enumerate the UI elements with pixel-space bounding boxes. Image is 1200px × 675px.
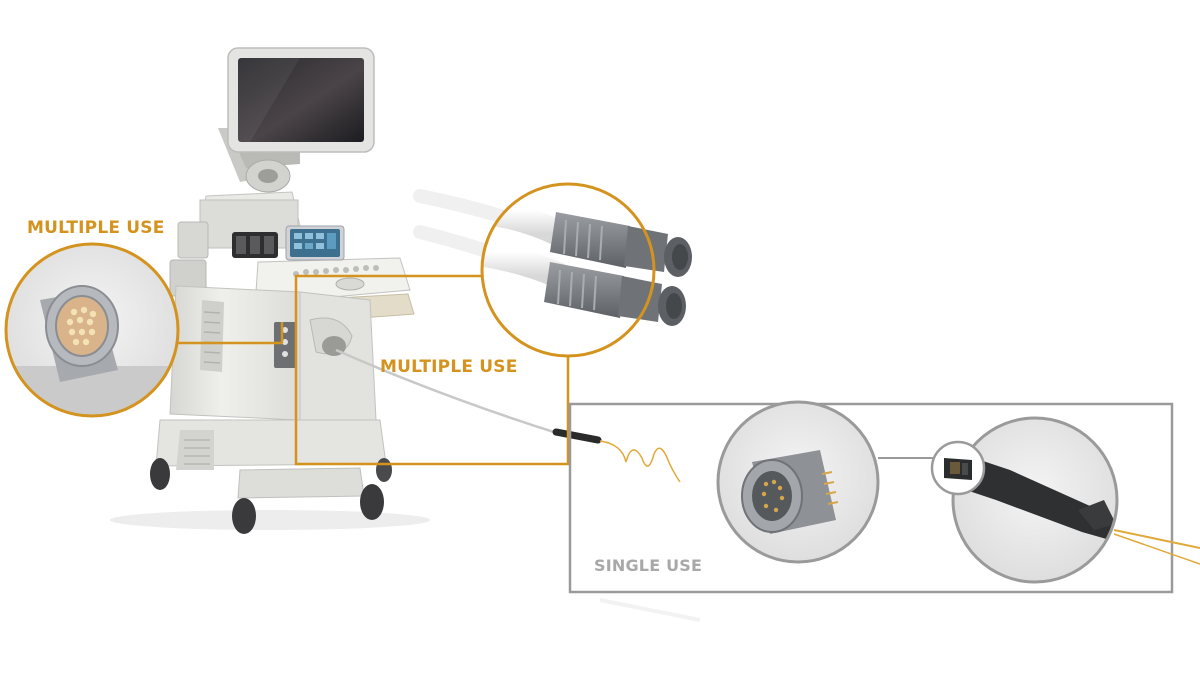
multi-pin-connector-callout	[4, 242, 180, 418]
twin-cable-connectors-callout	[413, 182, 692, 358]
single-use-frame	[568, 402, 1174, 594]
ultrasound-cart	[150, 47, 415, 534]
multiple-use-label-left: MULTIPLE USE	[27, 218, 165, 238]
multiple-use-frame	[178, 274, 570, 466]
probe-cable	[335, 348, 701, 622]
single-use-connector-callout	[716, 400, 880, 564]
single-use-label: SINGLE USE	[594, 556, 703, 575]
floor-shadow	[110, 510, 430, 530]
catheter-handle-callout	[930, 416, 1200, 584]
multiple-use-label-center: MULTIPLE USE	[380, 357, 518, 377]
monitor-screen	[238, 58, 364, 142]
